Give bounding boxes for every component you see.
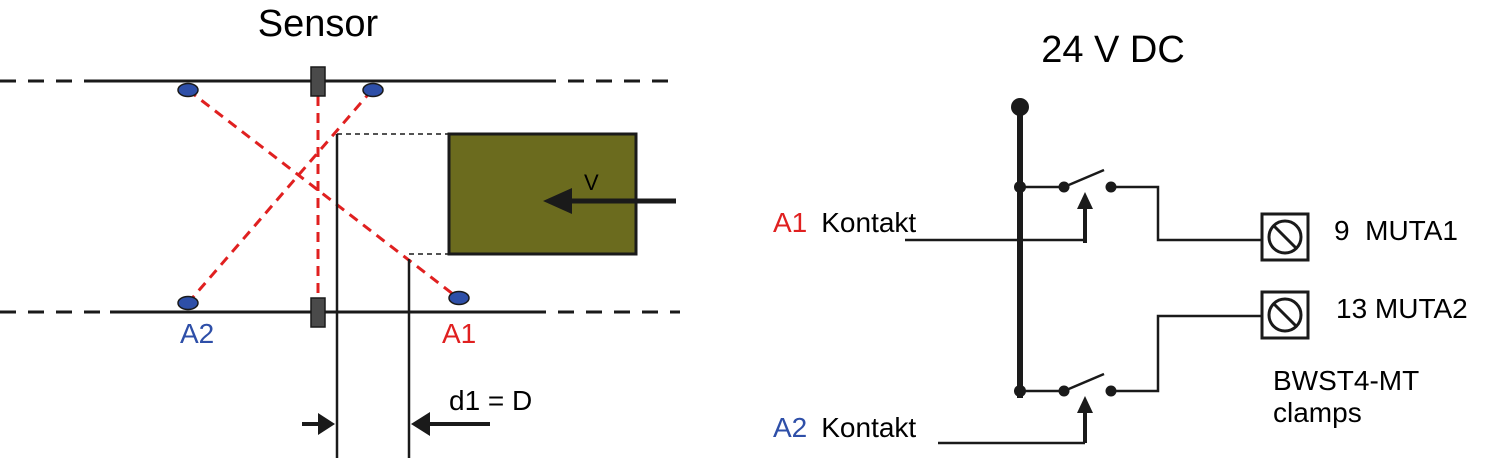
- velocity-label: V: [584, 170, 599, 195]
- distance-arrow-right-head: [411, 412, 430, 436]
- switch2-actuator-head: [1077, 396, 1093, 413]
- clamp-terminal-2: [1260, 290, 1310, 340]
- clamps-label-line1: BWST4-MT: [1273, 365, 1419, 396]
- clamps-label-line2: clamps: [1273, 397, 1362, 428]
- sensor-body-bottom: [310, 297, 326, 328]
- clamp-1-slot: [1272, 224, 1298, 250]
- switch1-output-wire: [1111, 185, 1262, 242]
- sensor-title: Sensor: [258, 3, 379, 45]
- emitter-top-right: [362, 82, 384, 98]
- supply-label: 24 V DC: [1041, 29, 1185, 71]
- switch1-actuator-head: [1077, 192, 1093, 209]
- label-a1: A1: [442, 318, 476, 349]
- switch2-blade: [1063, 372, 1105, 393]
- beam-a2: [186, 89, 374, 304]
- velocity-arrow-head: [543, 188, 572, 214]
- switch1-blade: [1063, 168, 1105, 189]
- contact-a2-text: Kontakt: [821, 412, 916, 443]
- terminal-2-label: 13 MUTA2: [1336, 293, 1468, 324]
- distance-arrow-left-head: [318, 413, 335, 435]
- clamp-2-screw-icon: [1267, 297, 1303, 333]
- contact-a1-text: Kontakt: [821, 207, 916, 238]
- contact-a2-label: A2 Kontakt: [773, 412, 916, 443]
- contact-a1-label: A1 Kontakt: [773, 207, 916, 238]
- terminal-1-label: 9 MUTA1: [1334, 215, 1458, 246]
- contact-a1-prefix: A1: [773, 207, 807, 238]
- clamp-terminal-1: [1260, 212, 1310, 262]
- switch2-output-wire: [1111, 314, 1262, 393]
- contact-a2-prefix: A2: [773, 412, 807, 443]
- clamp-2-slot: [1272, 302, 1298, 328]
- sensor-body-top: [310, 66, 326, 97]
- moving-object: [447, 132, 638, 256]
- clamp-1-screw-icon: [1267, 219, 1303, 255]
- beam-a1: [187, 88, 459, 300]
- emitter-top-left: [177, 82, 199, 98]
- distance-label: d1 = D: [449, 385, 532, 416]
- receiver-a1: [448, 290, 470, 306]
- label-a2: A2: [180, 318, 214, 349]
- sensor-geometry: Sensor A2 A1 V: [0, 3, 680, 458]
- receiver-a2: [177, 295, 199, 311]
